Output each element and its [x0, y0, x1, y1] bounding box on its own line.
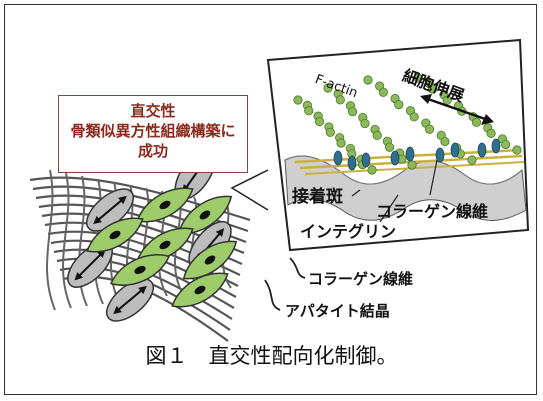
callout-line-3: 成功 — [137, 142, 168, 160]
actin-bead — [471, 117, 482, 127]
tissue-scaffold — [29, 149, 306, 342]
actin-bead — [335, 95, 345, 105]
green-cell — [177, 195, 233, 235]
actin-bead — [293, 95, 303, 105]
actin-bead — [378, 87, 388, 97]
actin-bead — [367, 165, 377, 175]
integrin-mark — [390, 150, 400, 166]
actin-bead — [440, 136, 450, 147]
integrin-mark — [361, 152, 371, 168]
actin-bead — [372, 130, 382, 140]
result-callout: 直交性 骨類似異方性組織構築に 成功 — [58, 95, 248, 173]
callout-line-1: 直交性 — [130, 102, 176, 120]
grey-cell — [105, 278, 155, 322]
green-cell — [171, 272, 229, 308]
integrin-mark — [477, 142, 487, 158]
label-focal-adhesion: 接着斑 — [292, 187, 343, 207]
actin-bead — [325, 127, 335, 137]
actin-bead — [467, 155, 477, 165]
actin-bead — [512, 145, 522, 155]
label-collagen-fiber: コラーゲン線維 — [308, 270, 414, 288]
integrin-mark — [405, 146, 415, 162]
label-integrin: インテグリン — [300, 222, 397, 241]
collagen-fiber-line — [61, 172, 72, 309]
actin-bead — [384, 142, 395, 152]
actin-bead — [424, 124, 435, 134]
integrin-mark — [347, 155, 357, 171]
actin-bead — [348, 107, 358, 117]
actin-bead — [428, 84, 438, 94]
actin-bead — [314, 116, 325, 127]
actin-bead — [323, 83, 333, 93]
integrin-mark — [491, 138, 501, 154]
actin-bead — [336, 138, 346, 148]
figure-caption: 図１ 直交性配向化制御。 — [145, 344, 398, 368]
actin-bead — [407, 160, 417, 170]
integrin-mark — [450, 142, 460, 158]
actin-bead — [442, 95, 452, 105]
collagen-fiber-line — [78, 175, 88, 307]
actin-bead — [394, 100, 404, 110]
label-zoom-collagen: コラーゲン線維 — [376, 202, 489, 221]
label-apatite-crystal: アパタイト結晶 — [285, 302, 390, 320]
actin-bead — [409, 112, 419, 122]
green-cell — [136, 187, 194, 223]
integrin-mark — [435, 147, 445, 163]
zoom-panel — [230, 38, 530, 252]
green-cell — [109, 254, 171, 286]
actin-bead — [363, 75, 373, 85]
green-cell — [86, 217, 144, 253]
actin-bead — [413, 73, 423, 83]
collagen-fiber-line — [45, 169, 56, 311]
actin-bead — [304, 106, 314, 116]
callout-line-2: 骨類似異方性組織構築に — [70, 122, 236, 140]
actin-bead — [486, 128, 496, 138]
actin-bead — [501, 139, 511, 150]
actin-bead — [360, 118, 370, 129]
integrin-mark — [333, 150, 343, 166]
